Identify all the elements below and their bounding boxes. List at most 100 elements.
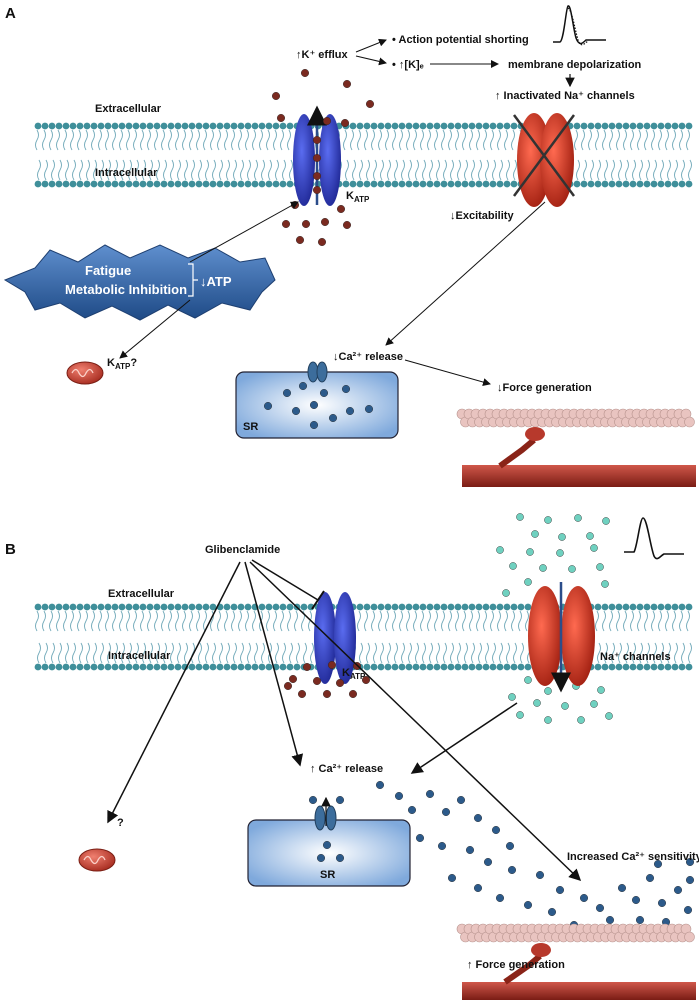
- lipid-head: [440, 122, 448, 130]
- lipid-tail: [401, 159, 405, 181]
- lipid-tail: [394, 642, 398, 664]
- calcium-ion: [492, 826, 501, 835]
- fatigue-brace: [188, 263, 198, 297]
- lipid-tail: [602, 610, 606, 632]
- potassium-ion: [366, 99, 375, 108]
- lipid-head: [300, 603, 308, 611]
- calcium-ion: [496, 894, 505, 903]
- lipid-tail: [574, 129, 578, 151]
- lipid-head: [594, 603, 602, 611]
- calcium-ion: [474, 814, 483, 823]
- potassium-ion: [318, 237, 327, 246]
- lipid-head: [510, 180, 518, 188]
- calcium-ion: [524, 901, 533, 910]
- lipid-head: [230, 603, 238, 611]
- sodium-ion: [568, 565, 576, 573]
- lipid-head: [195, 122, 203, 130]
- lipid-tail: [497, 129, 501, 151]
- sodium-ion: [605, 712, 613, 720]
- lipid-tail: [156, 642, 160, 664]
- lipid-head: [664, 603, 672, 611]
- calcium-ion: [346, 407, 355, 416]
- potassium-ion: [284, 682, 293, 691]
- lipid-tail: [686, 610, 690, 632]
- lipid-head: [153, 122, 161, 130]
- lipid-head: [363, 122, 371, 130]
- lipid-head: [685, 603, 693, 611]
- lipid-tail: [399, 610, 403, 632]
- lipid-head: [237, 180, 245, 188]
- lipid-head: [454, 122, 462, 130]
- lipid-tail: [126, 129, 130, 151]
- lipid-tail: [639, 159, 643, 181]
- lipid-head: [174, 180, 182, 188]
- lipid-tail: [247, 642, 251, 664]
- lipid-head: [412, 122, 420, 130]
- lipid-head: [657, 603, 665, 611]
- lipid-tail: [511, 129, 515, 151]
- lipid-tail: [168, 129, 172, 151]
- potassium-ion: [349, 690, 358, 699]
- lipid-tail: [35, 129, 39, 151]
- sodium-ion: [590, 544, 598, 552]
- lipid-head: [440, 180, 448, 188]
- lipid-head: [475, 603, 483, 611]
- calcium-ion: [264, 402, 273, 411]
- lipid-tail: [205, 159, 209, 181]
- lipid-head: [678, 663, 686, 671]
- lipid-head: [153, 603, 161, 611]
- potassium-ion: [289, 675, 298, 684]
- lipid-tail: [490, 129, 494, 151]
- actin-filament-a: [456, 408, 695, 428]
- lipid-head: [461, 180, 469, 188]
- sodium-ion: [516, 711, 524, 719]
- lipid-head: [48, 663, 56, 671]
- lipid-head: [412, 663, 420, 671]
- lipid-tail: [429, 642, 433, 664]
- lipid-tail: [163, 642, 167, 664]
- lipid-head: [286, 180, 294, 188]
- lipid-tail: [672, 610, 676, 632]
- lipid-tail: [121, 159, 125, 181]
- lipid-head: [650, 180, 658, 188]
- lipid-tail: [478, 642, 482, 664]
- lipid-head: [111, 122, 119, 130]
- lipid-tail: [210, 129, 214, 151]
- lipid-head: [447, 603, 455, 611]
- lipid-head: [286, 603, 294, 611]
- calcium-ion: [310, 401, 319, 410]
- lipid-head: [174, 603, 182, 611]
- lipid-head: [398, 663, 406, 671]
- lipid-head: [370, 663, 378, 671]
- lipid-tail: [457, 642, 461, 664]
- potassium-ion: [321, 217, 330, 226]
- sodium-ion: [556, 549, 564, 557]
- lipid-head: [496, 663, 504, 671]
- lipid-head: [118, 663, 126, 671]
- lipid-head: [146, 603, 154, 611]
- lipid-head: [230, 122, 238, 130]
- calcium-ion: [309, 796, 318, 805]
- lipid-tail: [142, 159, 146, 181]
- lipid-head: [216, 180, 224, 188]
- calcium-ion: [365, 405, 374, 414]
- lipid-tail: [492, 159, 496, 181]
- potassium-ion: [313, 153, 322, 162]
- lipid-tail: [387, 642, 391, 664]
- lipid-head: [272, 122, 280, 130]
- lipid-tail: [667, 642, 671, 664]
- lipid-head: [398, 180, 406, 188]
- lipid-tail: [448, 610, 452, 632]
- lipid-tail: [198, 642, 202, 664]
- lipid-head: [132, 603, 140, 611]
- lipid-head: [125, 180, 133, 188]
- lipid-head: [83, 122, 91, 130]
- arrow-na-to-ca-release-b: [410, 702, 518, 774]
- lipid-tail: [308, 610, 312, 632]
- lipid-tail: [378, 129, 382, 151]
- lipid-head: [657, 663, 665, 671]
- lipid-tail: [217, 610, 221, 632]
- calcium-ion: [336, 796, 345, 805]
- lipid-head: [615, 180, 623, 188]
- lipid-tail: [506, 642, 510, 664]
